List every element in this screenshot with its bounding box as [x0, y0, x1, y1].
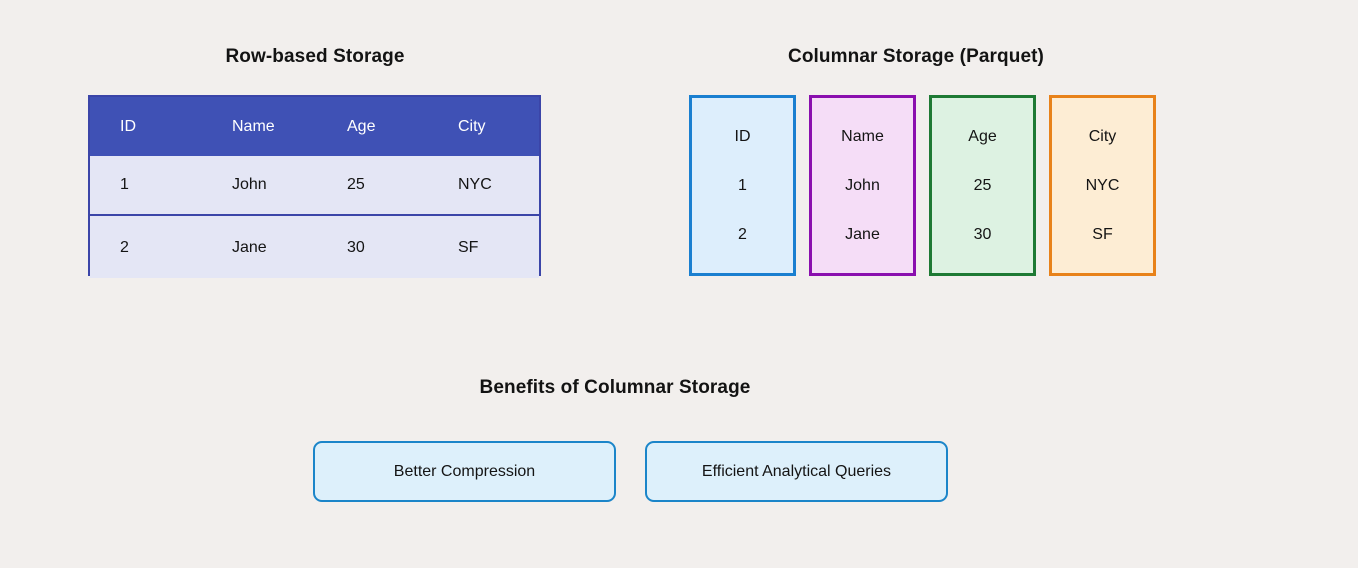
- benefit-better-compression: Better Compression: [313, 441, 616, 502]
- columnar-column-age: Age 25 30: [929, 95, 1036, 276]
- row-storage-title: Row-based Storage: [225, 46, 405, 67]
- columnar-column-value: John: [845, 176, 880, 194]
- columnar-column-id: ID 1 2: [689, 95, 796, 276]
- row-storage-header-row: ID Name Age City: [90, 97, 539, 156]
- table-row: 2 Jane 30 SF: [90, 218, 539, 278]
- columnar-column-value: SF: [1092, 225, 1113, 243]
- row-storage-cell-id: 1: [120, 176, 129, 193]
- table-row: 1 John 25 NYC: [90, 156, 539, 216]
- benefit-efficient-analytical-queries: Efficient Analytical Queries: [645, 441, 948, 502]
- columnar-storage-title: Columnar Storage (Parquet): [788, 46, 1044, 67]
- columnar-column-header: ID: [734, 127, 751, 145]
- row-storage-header-cell-city: City: [458, 117, 486, 135]
- row-storage-table: ID Name Age City 1 John 25 NYC 2 Jane 30…: [88, 95, 541, 278]
- row-storage-cell-age: 25: [347, 176, 365, 193]
- columnar-column-value: 1: [738, 176, 747, 194]
- benefit-label: Better Compression: [393, 462, 536, 480]
- row-storage-cell-name: Jane: [232, 239, 267, 256]
- row-storage-header-cell-name: Name: [232, 117, 275, 135]
- columnar-column-city: City NYC SF: [1049, 95, 1156, 276]
- columnar-column-value: NYC: [1085, 176, 1120, 194]
- row-storage-header-cell-id: ID: [120, 117, 136, 135]
- row-storage-cell-id: 2: [120, 239, 129, 256]
- benefits-title: Benefits of Columnar Storage: [479, 377, 751, 398]
- row-storage-cell-city: SF: [458, 239, 479, 256]
- columnar-column-value: 25: [973, 176, 992, 194]
- columnar-column-value: Jane: [845, 225, 880, 243]
- columnar-column-value: 2: [738, 225, 747, 243]
- benefit-label: Efficient Analytical Queries: [701, 462, 892, 480]
- columnar-column-name: Name John Jane: [809, 95, 916, 276]
- row-storage-cell-age: 30: [347, 239, 365, 256]
- columnar-column-header: Name: [841, 127, 884, 145]
- row-storage-header-cell-age: Age: [347, 117, 376, 135]
- columnar-column-header: City: [1088, 127, 1117, 145]
- row-storage-cell-name: John: [232, 176, 267, 193]
- columnar-column-header: Age: [968, 127, 997, 145]
- row-storage-cell-city: NYC: [458, 176, 492, 193]
- columnar-column-value: 30: [973, 225, 992, 243]
